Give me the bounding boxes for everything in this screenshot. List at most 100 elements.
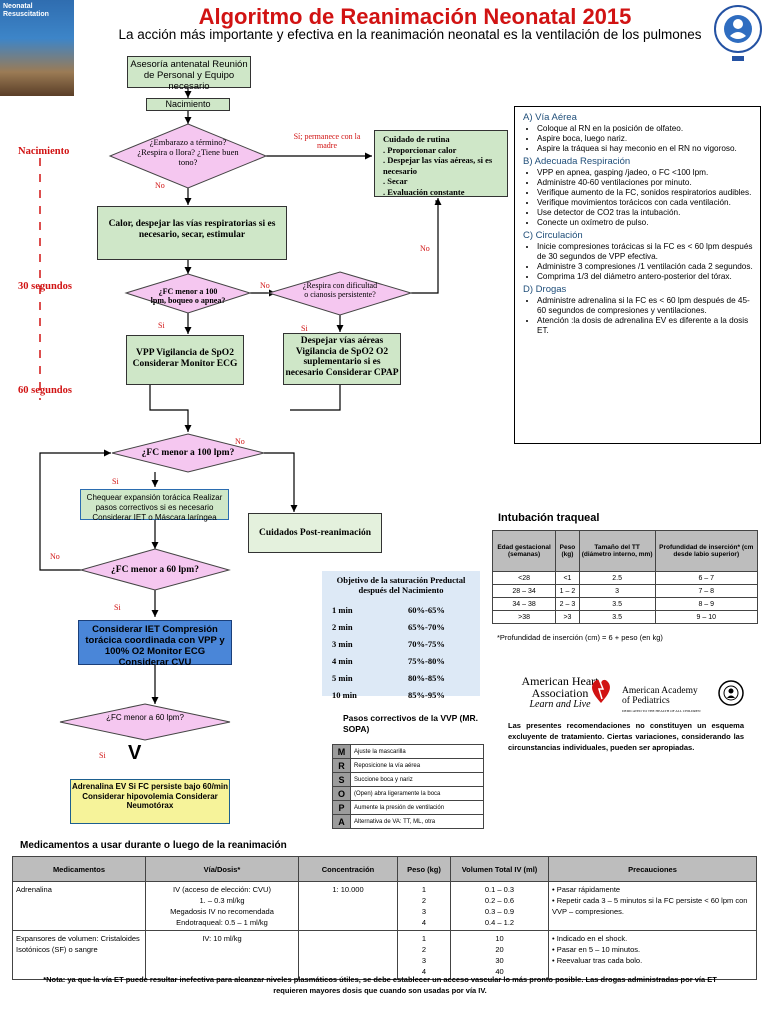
table-cell: 3.5	[578, 597, 656, 611]
table-row: O(Open) abra ligeramente la boca	[332, 786, 484, 801]
question-term: ¿Embarazo a término? ¿Respira o llora? ¿…	[137, 137, 239, 167]
table-cell: 65%-70%	[408, 621, 445, 632]
sopa-title: Pasos correctivos de la VVP (MR. SOPA)	[343, 713, 478, 734]
med-volume: 40	[495, 967, 504, 976]
table-row: Adrenalina IV (acceso de elección: CVU) …	[12, 881, 757, 931]
table-cell: 3	[578, 584, 656, 598]
label-si-hr60: Si	[114, 603, 121, 612]
med-weight: 1	[421, 934, 427, 943]
med-dose-line: Endotraqueal: 0.5 – 1 ml/kg	[176, 918, 268, 927]
med-precaution-text: Repetir cada 3 – 5 minutos si la FC pers…	[552, 896, 748, 916]
table-cell: 8 – 9	[654, 597, 759, 611]
med-dose-line: 1. – 0.3 ml/kg	[199, 896, 245, 905]
med-name: Adrenalina	[12, 881, 146, 931]
table-cell: 3 min	[332, 638, 353, 649]
disclaimer: Las presentes recomendaciones no constit…	[508, 721, 744, 752]
med-concentration	[298, 930, 398, 980]
steps-item: Conecte un oxímetro de pulso.	[537, 218, 754, 228]
steps-title-a: A) Vía Aérea	[523, 112, 577, 123]
aha-tagline: Learn and Live	[529, 699, 591, 710]
med-precaution: • Reevaluar tras cada bolo.	[552, 956, 643, 965]
table-row: <28 <1 2.5 6 – 7	[491, 571, 759, 585]
table-row: 34 – 38 2 – 3 3.5 8 – 9	[491, 597, 759, 611]
med-dose-line: Megadosis IV no recomendada	[170, 907, 274, 916]
sopa-step: Alternativa de VA: TT, ML, otra	[350, 814, 484, 829]
steps-item: Verifique movimientos torácicos con cada…	[537, 198, 754, 208]
sopa-letter: S	[332, 772, 351, 787]
table-cell: 6 – 7	[654, 571, 759, 585]
table-cell: 85%-95%	[408, 689, 445, 700]
label-si-airway: Si	[301, 324, 308, 333]
med-dose-line: IV: 10 ml/kg	[202, 934, 242, 943]
med-weight: 3	[421, 907, 427, 916]
med-dose: IV (acceso de elección: CVU) 1. – 0.3 ml…	[145, 881, 299, 931]
table-cell: <28	[491, 571, 557, 585]
sopa-step: Reposicione la vía aérea	[350, 758, 484, 773]
med-concentration: 1: 10.000	[298, 881, 398, 931]
routine-care-box: Cuidado de rutina . Proporcionar calor .…	[374, 130, 508, 197]
meds-title: Medicamentos a usar durante o luego de l…	[20, 840, 287, 851]
med-weights: 1 2 3 4	[397, 881, 451, 931]
table-row: 2 min 65%-70%	[332, 618, 445, 635]
med-precautions: • Pasar rápidamente • Repetir cada 3 – 5…	[548, 881, 757, 931]
table-cell: 3.5	[578, 610, 656, 624]
steps-item: Comprima 1/3 del diámetro antero-posteri…	[537, 272, 754, 282]
question-hr60b: ¿FC menor a 60 lpm?	[106, 713, 184, 722]
label-si-hr60b: Si	[99, 751, 106, 760]
meds-header: Medicamentos	[12, 856, 146, 882]
sopa-letter: R	[332, 758, 351, 773]
label-si-vpp: Si	[158, 321, 165, 330]
steps-item: Inicie compresiones torácicas si la FC e…	[537, 242, 754, 262]
label-si-hr100: Si	[112, 477, 119, 486]
timeline-30s: 30 segundos	[18, 281, 72, 292]
med-precaution: • Repetir cada 3 – 5 minutos si la FC pe…	[552, 896, 748, 916]
label-no-hr60: No	[50, 552, 60, 561]
intubation-header: Peso (kg)	[555, 530, 580, 572]
med-volume: 20	[495, 945, 504, 954]
meds-header: Precauciones	[548, 856, 757, 882]
saturation-title: Objetivo de la saturación Preductal desp…	[336, 575, 466, 595]
saturation-box: Objetivo de la saturación Preductal desp…	[322, 571, 480, 700]
aha-name-1: American Heart	[521, 674, 599, 688]
steps-item: Coloque al RN en la posición de olfateo.	[537, 124, 754, 134]
steps-item: Use detector de CO2 tras la intubación.	[537, 208, 754, 218]
meds-header: Volumen Total IV (ml)	[450, 856, 549, 882]
sopa-letter: P	[332, 800, 351, 815]
steps-item: Administre 40-60 ventilaciones por minut…	[537, 178, 754, 188]
routine-care-title: Cuidado de rutina	[383, 134, 450, 144]
routine-item: . Proporcionar calor	[383, 144, 457, 155]
aap-name-1: American Academy	[622, 686, 698, 696]
label-yes-mother: Sí; permanece con la madre	[293, 132, 361, 150]
med-volumes: 10 20 30 40	[450, 930, 549, 980]
label-no-difficulty: No	[420, 244, 430, 253]
steps-panel: A) Vía Aérea Coloque al RN en la posició…	[514, 106, 761, 444]
table-cell: 4 min	[332, 655, 353, 666]
table-cell: 2.5	[578, 571, 656, 585]
diamond-hr60	[79, 548, 231, 591]
table-cell: 2 – 3	[555, 597, 580, 611]
question-hr100-apnea: ¿FC menor a 100 lpm, boqueo o apnea?	[150, 287, 226, 305]
question-hr60: ¿FC menor a 60 lpm?	[111, 565, 199, 575]
label-no-hr100: No	[235, 437, 245, 446]
med-precaution: • Pasar en 5 – 10 minutos.	[552, 945, 641, 954]
book-title: Neonatal Resuscitation	[3, 3, 49, 18]
aha-name-2: Association	[531, 686, 589, 700]
table-cell: 5 min	[332, 672, 353, 683]
steps-item: Aspire boca, luego nariz.	[537, 134, 754, 144]
diamond-difficulty	[267, 271, 413, 316]
table-cell: >38	[491, 610, 557, 624]
down-arrow-mark: V	[128, 742, 142, 764]
connector-lines	[39, 88, 442, 704]
question-difficulty: ¿Respira con dificultad o cianosis persi…	[302, 281, 378, 299]
vpp-box: VPP Vigilancia de SpO2 Considerar Monito…	[126, 335, 244, 385]
steps-title-d: D) Drogas	[523, 284, 567, 295]
table-cell: 2 min	[332, 621, 353, 632]
steps-item: Aspire la tráquea si hay meconio en el R…	[537, 144, 754, 154]
prenatal-box: Asesoría antenatal Reunión de Personal y…	[127, 56, 251, 92]
table-cell: >3	[555, 610, 580, 624]
